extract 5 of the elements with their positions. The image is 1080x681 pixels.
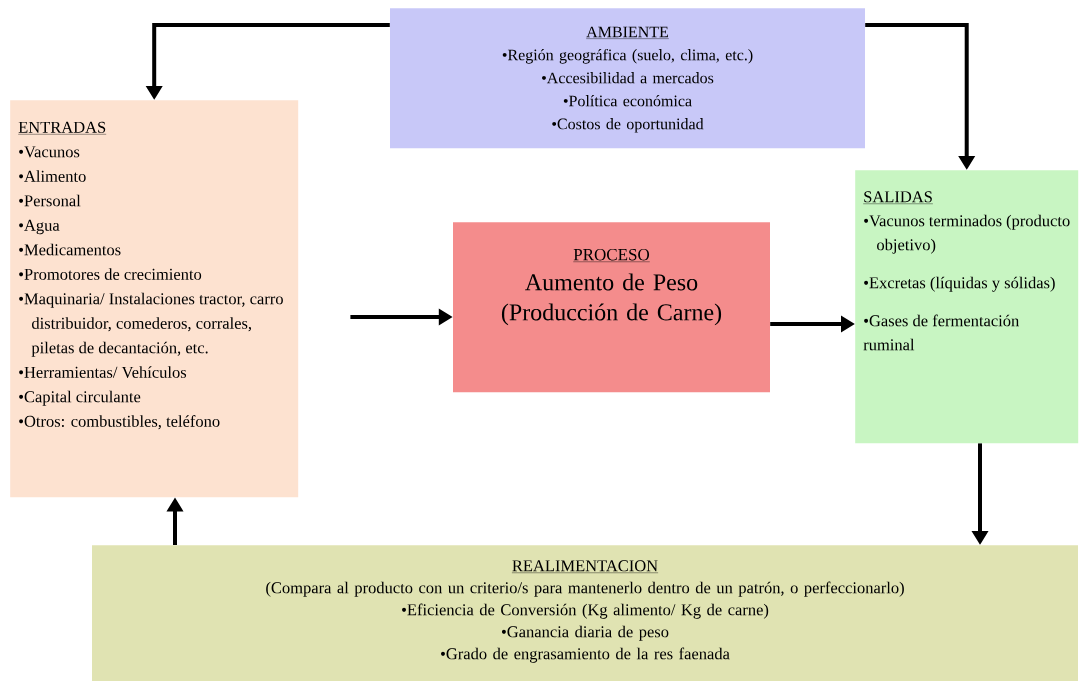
inputs-box: ENTRADAS •Vacunos •Alimento •Personal •Agua •Medicamentos •Promotores de crecimiento •Maquinaria/ Instalaciones tractor, carro distribuidor, comederos, corrales, piletas de decantación, etc. •Herramientas/ Vehículos •Capital circulante •Otros: combustibles, teléfono (10, 100, 299, 498)
outputs-box: SALIDAS •Vacunos terminados (producto objetivo) •Excretas (líquidas y sólidas) •Gases de fermentación ruminal (855, 170, 1079, 444)
process-box: PROCESO Aumento de Peso (Producción de Carne) (453, 222, 770, 393)
environment-box: AMBIENTE •Región geográfica (suelo, clima, etc.) •Accesibilidad a mercados •Política económica •Costos de oportunidad (390, 8, 865, 149)
feedback-box: REALIMENTACION (Compara al producto con un criterio/s para mantenerlo dentro de un patrón, o perfeccionarlo) •Eficiencia de Conversión (Kg alimento/ Kg de carne) •Ganancia diaria de peso •Grado de engrasamiento de la res faenada (92, 545, 1078, 681)
